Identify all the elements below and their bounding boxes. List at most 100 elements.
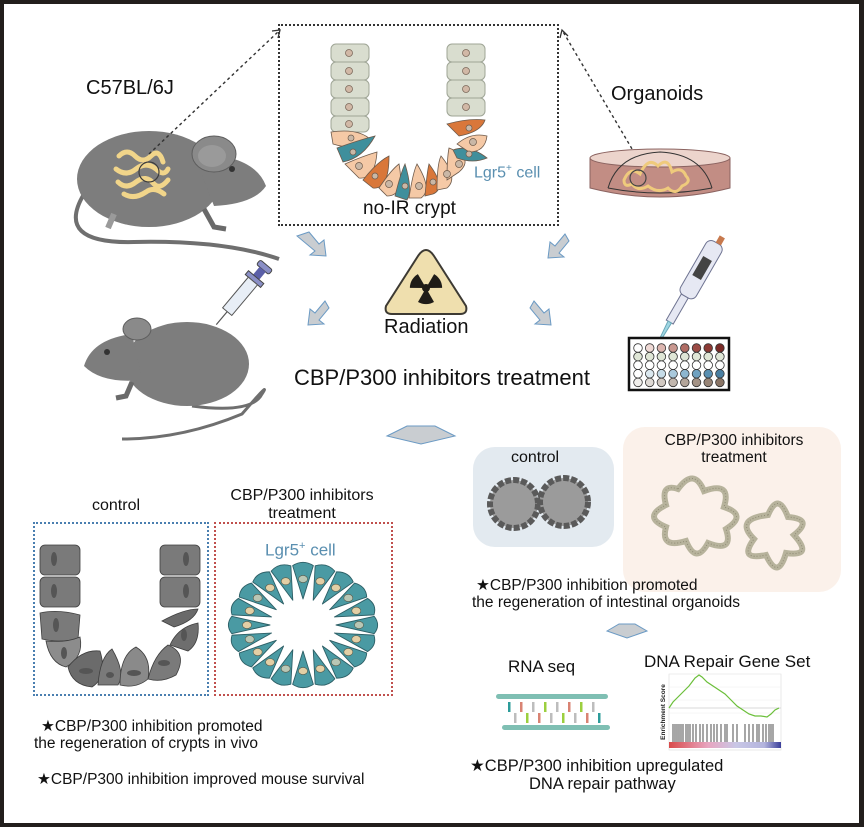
- well: [668, 351, 678, 362]
- nucleus: [252, 648, 263, 656]
- nucleus: [343, 648, 354, 656]
- sequencing-finding-line1: ★CBP/P300 inhibition upregulated: [470, 757, 724, 775]
- well: [645, 351, 655, 362]
- well: [668, 377, 678, 388]
- well: [656, 343, 667, 353]
- in-vivo-treatment-box: [214, 522, 393, 696]
- arrow-down-left-1: [547, 233, 570, 259]
- arrow-down-left-2: [307, 300, 330, 326]
- well: [645, 369, 655, 379]
- flow-arrows: [295, 231, 649, 639]
- base-top: [508, 702, 511, 712]
- nucleus: [331, 658, 341, 667]
- well: [680, 343, 690, 353]
- well: [715, 343, 725, 353]
- base-top: [580, 702, 583, 712]
- in-vivo-finding-1-line2: the regeneration of crypts in vivo: [34, 735, 259, 752]
- well: [703, 351, 713, 362]
- treatment-label: CBP/P300 inhibitors treatment: [294, 365, 590, 390]
- well: [715, 351, 725, 362]
- gsea-title: DNA Repair Gene Set: [644, 652, 811, 671]
- organoid-control-label: control: [511, 449, 560, 466]
- well: [691, 369, 702, 379]
- base-bottom: [550, 713, 553, 723]
- arrow-down-main: [385, 425, 457, 445]
- mouse-injection-icon: [84, 260, 273, 441]
- nucleus: [351, 606, 362, 615]
- base-top: [532, 702, 535, 712]
- in-vivo-finding-1: ★CBP/P300 inhibition promoted the regene…: [34, 718, 263, 752]
- well: [715, 360, 725, 370]
- base-top: [544, 702, 547, 712]
- well: [703, 377, 713, 388]
- well: [645, 343, 655, 353]
- nucleus: [354, 621, 364, 629]
- nucleus: [242, 621, 252, 629]
- well: [633, 343, 643, 353]
- rank-bar: [669, 742, 781, 748]
- well: [715, 377, 725, 388]
- organoid-finding: ★CBP/P300 inhibition promoted the regene…: [472, 577, 740, 611]
- culture-dish-icon: [589, 148, 731, 198]
- well: [691, 351, 702, 362]
- well: [645, 360, 655, 370]
- base-bottom: [514, 713, 517, 723]
- nucleus: [315, 664, 326, 673]
- nucleus: [244, 635, 255, 644]
- organoid-treatment-illustration: [651, 475, 806, 571]
- well: [680, 351, 690, 362]
- organoid-finding-line1: ★CBP/P300 inhibition promoted: [476, 577, 698, 594]
- nucleus: [298, 575, 308, 583]
- radiation-label: Radiation: [384, 316, 469, 338]
- in-vivo-control-box: [33, 522, 209, 696]
- strand-bottom: [502, 725, 610, 730]
- in-vivo-control-label: control: [92, 497, 141, 514]
- well: [691, 343, 702, 353]
- nucleus: [298, 667, 308, 675]
- well: [633, 351, 643, 362]
- enrichment-line: [668, 674, 780, 718]
- crypt-lgr5-label: Lgr5+ cell: [474, 163, 541, 182]
- strand-top: [496, 694, 608, 699]
- well: [691, 360, 702, 370]
- well: [668, 369, 678, 379]
- base-top: [520, 702, 523, 712]
- damaged-crypt-illustration: [39, 544, 201, 688]
- well: [703, 369, 713, 379]
- nucleus: [351, 635, 362, 644]
- well: [656, 360, 667, 370]
- sequencing-finding: ★CBP/P300 inhibition upregulated DNA rep…: [470, 757, 723, 793]
- well: [680, 360, 690, 370]
- regenerated-crypt-ring: [227, 561, 379, 689]
- arrow-down-right-1: [295, 231, 327, 257]
- gsea-enrichment-plot: Enrichment Score: [660, 673, 782, 751]
- nucleus: [252, 594, 263, 602]
- nucleus: [280, 577, 291, 586]
- sequencing-finding-line2: DNA repair pathway: [529, 775, 676, 793]
- radiation-hazard-icon: [384, 248, 468, 315]
- rna-strand-icon: [496, 694, 610, 730]
- well: [668, 360, 678, 370]
- base-top: [592, 702, 595, 712]
- nucleus: [265, 658, 275, 667]
- well: [703, 343, 713, 353]
- nucleus: [265, 583, 275, 592]
- normal-crypt-illustration: [330, 43, 488, 201]
- in-vivo-finding-1-line1: ★CBP/P300 inhibition promoted: [41, 718, 263, 735]
- base-bottom: [598, 713, 601, 723]
- nucleus: [280, 664, 291, 673]
- well: [656, 377, 667, 388]
- no-ir-crypt-box: [278, 24, 559, 226]
- in-vivo-treatment-label: CBP/P300 inhibitors treatment: [216, 487, 388, 523]
- organoid-treatment-label-line2: treatment: [701, 449, 767, 466]
- in-vivo-finding-2: ★CBP/P300 inhibition improved mouse surv…: [37, 771, 365, 788]
- in-vivo-treatment-label-line2: treatment: [268, 505, 336, 522]
- organoid-treatment-label-line1: CBP/P300 inhibitors: [664, 432, 804, 449]
- base-bottom: [562, 713, 565, 723]
- organoid-control-illustration: [487, 475, 591, 531]
- gsea-y-label: Enrichment Score: [660, 684, 667, 740]
- crypt-caption: no-IR crypt: [363, 198, 456, 219]
- in-vivo-treatment-label-line1: CBP/P300 inhibitors: [230, 487, 374, 504]
- well: [703, 360, 713, 370]
